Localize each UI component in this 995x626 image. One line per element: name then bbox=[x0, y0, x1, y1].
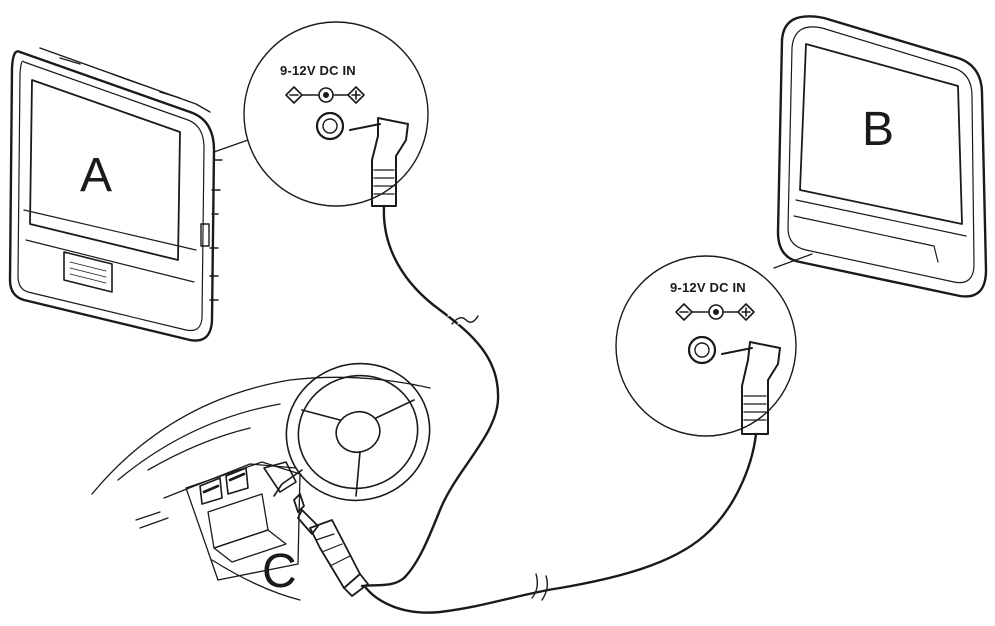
cable-b bbox=[364, 432, 758, 614]
callout-a bbox=[213, 21, 429, 207]
dc-plug-icon bbox=[349, 117, 409, 207]
callout-b bbox=[615, 253, 813, 437]
car-adapter-label: C bbox=[262, 545, 297, 598]
cable-break-mark bbox=[531, 573, 549, 601]
polarity-icon bbox=[285, 86, 365, 104]
device-b-label: B bbox=[862, 103, 895, 156]
dc-jack-icon bbox=[315, 111, 345, 141]
polarity-icon bbox=[675, 303, 755, 321]
callout-b-spec: 9-12V DC IN bbox=[670, 280, 746, 295]
car-lighter-plug-icon bbox=[293, 493, 369, 597]
device-b bbox=[776, 15, 988, 298]
device-a-label: A bbox=[80, 149, 113, 202]
steering-wheel-icon bbox=[263, 362, 431, 502]
cable-break-mark bbox=[451, 315, 479, 325]
dc-plug-icon bbox=[721, 341, 781, 435]
callout-a-spec: 9-12V DC IN bbox=[280, 63, 356, 78]
cable-a bbox=[360, 204, 500, 588]
device-a bbox=[8, 47, 223, 342]
car-dashboard bbox=[91, 376, 431, 601]
dc-jack-icon bbox=[687, 335, 717, 365]
